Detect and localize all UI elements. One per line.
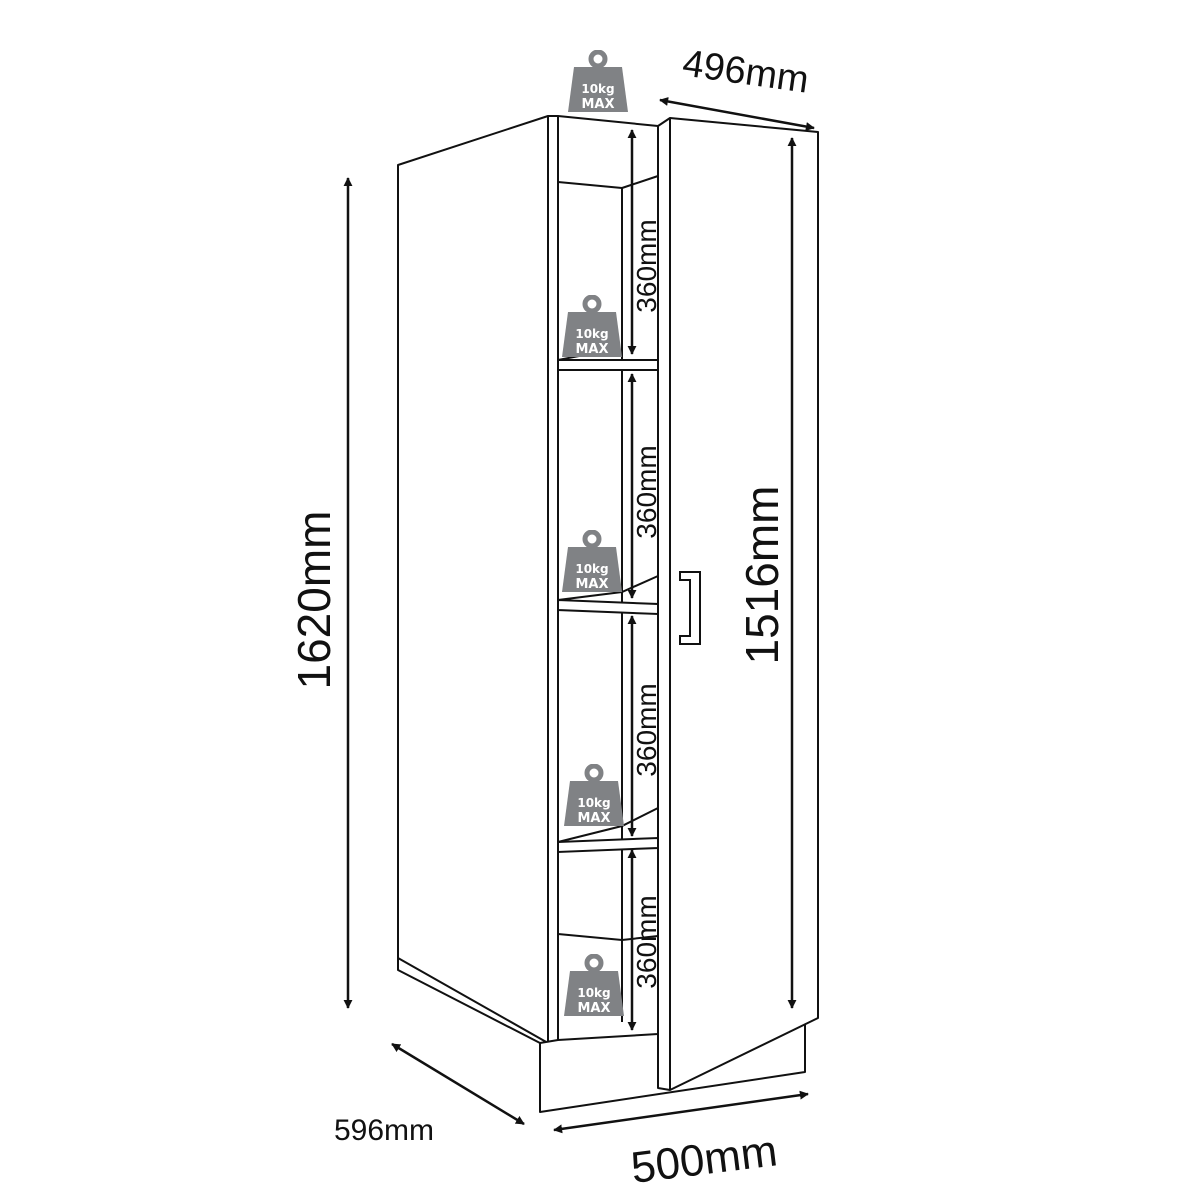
base-width-label: 500mm [628,1126,780,1193]
total-height-label: 1620mm [288,511,340,690]
shelf-gap-label-3: 360mm [631,683,662,776]
weight-badge-top: 10kg MAX [568,52,628,112]
shelf-gap-label-1: 360mm [631,219,662,312]
weight-line2: MAX [575,342,608,357]
weight-line1: 10kg [575,327,608,341]
base-width-arrow [553,1090,809,1134]
weight-line2: MAX [581,97,614,112]
weight-badge-bottom: 10kg MAX [564,956,624,1016]
weight-badge-shelf-3: 10kg MAX [564,766,624,826]
weight-line2: MAX [577,811,610,826]
dimension-lines [343,97,815,1134]
depth-label: 596mm [334,1114,434,1147]
top-edge [548,115,659,127]
weight-line1: 10kg [577,986,610,1000]
weight-line2: MAX [577,1001,610,1016]
door-width-arrow [659,97,815,131]
shelves [557,351,659,942]
weight-line2: MAX [575,577,608,592]
weight-line1: 10kg [577,796,610,810]
depth-arrow [391,1042,525,1126]
weight-line1: 10kg [581,82,614,96]
weight-line1: 10kg [575,562,608,576]
bottom-shelf [539,1039,559,1044]
door-height-label: 1516mm [736,486,788,665]
door-handle[interactable] [679,571,701,645]
weight-badges: 10kg MAX 10kg MAX 10kg MAX 10kg MAX 10kg… [562,52,628,1016]
inner-top-edge [557,175,659,189]
shelf-gap-label-2: 360mm [631,445,662,538]
weight-badge-shelf-2: 10kg MAX [562,532,622,592]
plinth-side [397,958,541,1044]
door-width-label: 496mm [680,43,811,102]
side-panel [397,115,549,1044]
shelf-gap-label-4: 360mm [631,895,662,988]
bottom-inner [557,933,659,942]
weight-badge-shelf-1: 10kg MAX [562,297,622,357]
